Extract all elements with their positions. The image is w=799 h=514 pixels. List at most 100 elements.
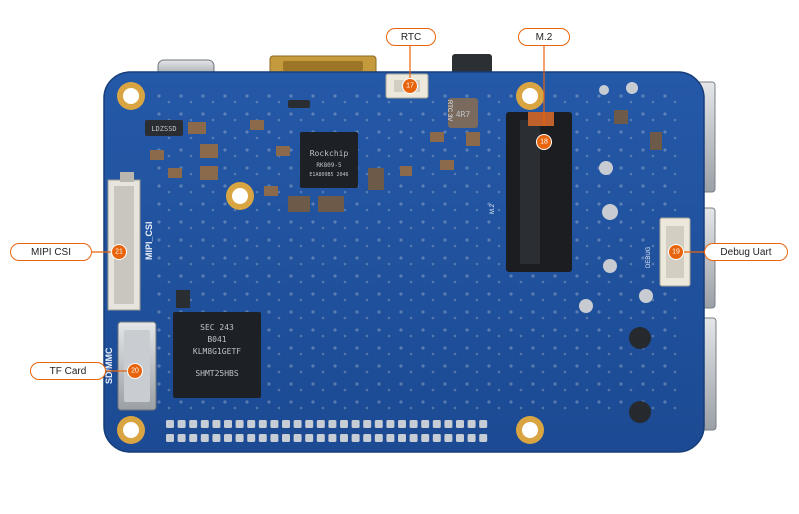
- gpio-pin: [235, 420, 244, 428]
- emmc-line: SEC 243: [200, 323, 234, 332]
- gpio-pin: [270, 434, 279, 442]
- callout-badges: 17 18 21 19 20: [111, 78, 684, 379]
- small-chip-label: LDZSSD: [151, 125, 176, 133]
- soc-code: E1A809B5 2046: [309, 172, 348, 178]
- debug-silk: DEBUG: [646, 246, 652, 268]
- m2-badge-number: 18: [540, 139, 548, 146]
- gpio-pin: [316, 434, 325, 442]
- gpio-pin: [340, 434, 348, 442]
- debug-badge: [668, 244, 684, 260]
- sd-mmc-silk: SD/MMC: [104, 347, 114, 384]
- gpio-pin: [456, 420, 464, 428]
- gpio-pin: [177, 434, 186, 442]
- emmc-line: B041: [207, 335, 226, 344]
- mounting-screw: [629, 401, 651, 423]
- gpio-pin: [479, 434, 488, 442]
- gpio-pin: [247, 420, 256, 428]
- leader-lines: [92, 46, 704, 372]
- tf-card-callout: TF Card: [30, 362, 106, 380]
- tf-badge-number: 20: [131, 368, 139, 375]
- gpio-pin: [432, 434, 441, 442]
- gpio-pin: [258, 420, 267, 428]
- gpio-pin: [409, 434, 418, 442]
- rtc-3v-silk: RTC 3V: [446, 100, 452, 121]
- debug-uart-callout: Debug Uart: [704, 243, 788, 261]
- gpio-pin: [374, 434, 383, 442]
- gpio-pin: [456, 434, 464, 442]
- mipi-csi-callout: MIPI CSI: [10, 243, 92, 261]
- gpio-pin: [363, 420, 372, 428]
- emmc-line: KLM8G1GETF: [193, 347, 241, 356]
- gpio-pin: [200, 434, 209, 442]
- gpio-header: [166, 420, 488, 442]
- gpio-pin: [444, 434, 453, 442]
- gpio-pin: [166, 420, 174, 428]
- mounting-holes: [117, 82, 544, 444]
- gpio-pin: [432, 420, 441, 428]
- debug-badge-number: 19: [672, 249, 680, 256]
- gpio-pin: [421, 434, 430, 442]
- gpio-pin: [340, 420, 348, 428]
- gpio-pin: [212, 434, 221, 442]
- soc-brand: Rockchip: [310, 149, 349, 158]
- gpio-pin: [328, 420, 337, 428]
- gpio-pin: [189, 434, 198, 442]
- rtc-badge-number: 17: [406, 83, 414, 90]
- gpio-pin: [467, 420, 476, 428]
- gpio-pin: [398, 420, 406, 428]
- gpio-pin: [258, 434, 267, 442]
- gpio-pin: [398, 434, 406, 442]
- gpio-pin: [212, 420, 221, 428]
- right-side-screws: [579, 82, 653, 423]
- gpio-pin: [224, 420, 232, 428]
- small-components: LDZSSD: [145, 100, 662, 308]
- gpio-pin: [479, 420, 488, 428]
- emmc-chip: SEC 243 B041 KLM8G1GETF SHMT25HBS: [173, 312, 261, 398]
- gpio-pin: [247, 434, 256, 442]
- gpio-pin: [235, 434, 244, 442]
- gpio-pin: [351, 434, 360, 442]
- gpio-pin: [166, 434, 174, 442]
- mounting-screw: [629, 327, 651, 349]
- mipi-csi-silk: MIPI_CSI: [144, 221, 154, 260]
- m2-callout: M.2: [518, 28, 570, 46]
- emmc-line: SHMT25HBS: [195, 369, 239, 378]
- mipi-csi-connector: [107, 172, 141, 311]
- gpio-pin: [177, 420, 186, 428]
- pmic-chip: Rockchip RK809-5 E1A809B5 2046: [300, 132, 358, 188]
- gpio-pin: [409, 420, 418, 428]
- gpio-pin: [200, 420, 209, 428]
- gpio-pin: [444, 420, 453, 428]
- gpio-pin: [189, 420, 198, 428]
- inductor-label: 4R7: [456, 110, 471, 119]
- m2-badge: [536, 134, 552, 150]
- gpio-pin: [270, 420, 279, 428]
- gpio-pin: [305, 420, 314, 428]
- m2-silk: M.2: [490, 203, 496, 214]
- rtc-callout: RTC: [386, 28, 436, 46]
- tf-badge: [127, 363, 143, 379]
- mipi-badge: [111, 244, 127, 260]
- gpio-pin: [363, 434, 372, 442]
- gpio-pin: [282, 420, 290, 428]
- rtc-badge: [402, 78, 418, 94]
- gpio-pin: [293, 434, 302, 442]
- gpio-pin: [316, 420, 325, 428]
- soc-model: RK809-5: [316, 162, 342, 169]
- gpio-pin: [282, 434, 290, 442]
- gpio-pin: [467, 434, 476, 442]
- gpio-pin: [421, 420, 430, 428]
- gpio-pin: [386, 420, 395, 428]
- gpio-pin: [374, 420, 383, 428]
- gpio-pin: [386, 434, 395, 442]
- gpio-pin: [305, 434, 314, 442]
- gpio-pin: [328, 434, 337, 442]
- gpio-pin: [351, 420, 360, 428]
- gpio-pin: [224, 434, 232, 442]
- gpio-pin: [293, 420, 302, 428]
- inductor: 4R7: [448, 98, 478, 128]
- m2-slot: [506, 112, 572, 272]
- mipi-badge-number: 21: [115, 249, 123, 256]
